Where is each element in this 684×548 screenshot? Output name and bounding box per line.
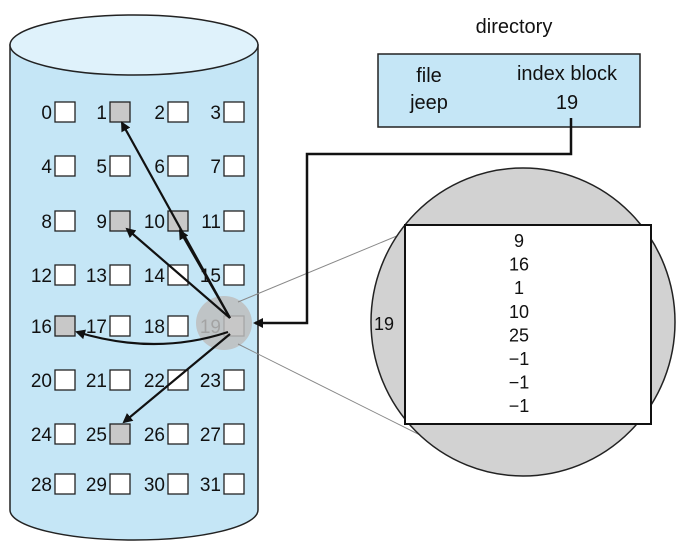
directory-entry-file: jeep — [409, 92, 448, 114]
index-entry-2: 1 — [514, 278, 524, 298]
allocated-block-1 — [109, 101, 131, 123]
block-label-18: 18 — [144, 317, 165, 338]
free-block-23 — [223, 369, 245, 391]
free-block-31 — [223, 473, 245, 495]
block-label-17: 17 — [86, 317, 107, 338]
block-label-31: 31 — [200, 475, 221, 496]
free-block-3 — [223, 101, 245, 123]
block-label-12: 12 — [31, 266, 52, 287]
pointer-arrow-to-block-10 — [179, 229, 231, 319]
index-block-table — [404, 224, 652, 425]
pointer-arrow-to-block-9 — [125, 227, 231, 319]
block-label-2: 2 — [154, 103, 165, 124]
block-label-1: 1 — [96, 103, 107, 124]
directory-title: directory — [476, 16, 553, 38]
index-entry-4: 25 — [509, 325, 529, 345]
block-label-13: 13 — [86, 266, 107, 287]
free-block-29 — [109, 473, 131, 495]
directory-header-index-block: index block — [517, 63, 618, 85]
index-block-highlight — [196, 296, 252, 350]
index-entry-0: 9 — [514, 231, 524, 251]
free-block-15 — [223, 264, 245, 286]
block-label-4: 4 — [41, 157, 52, 178]
allocated-block-9 — [109, 210, 131, 232]
block-label-16: 16 — [31, 317, 52, 338]
index-block-entries: 9 16 1 10 25 −1 −1 −1 — [509, 231, 530, 416]
index-entry-6: −1 — [509, 373, 530, 393]
free-block-12 — [54, 264, 76, 286]
free-block-13 — [109, 264, 131, 286]
block-label-27: 27 — [200, 425, 221, 446]
free-block-18 — [167, 315, 189, 337]
free-block-27 — [223, 423, 245, 445]
free-block-7 — [223, 155, 245, 177]
index-entry-1: 16 — [509, 255, 529, 275]
allocated-block-16 — [54, 315, 76, 337]
block-label-10: 10 — [144, 212, 165, 233]
index-pointers — [75, 121, 231, 424]
block-label-7: 7 — [210, 157, 221, 178]
free-block-5 — [109, 155, 131, 177]
free-block-6 — [167, 155, 189, 177]
pointer-arrow-to-block-16 — [75, 329, 229, 346]
index-entry-3: 10 — [509, 302, 529, 322]
block-label-22: 22 — [144, 371, 165, 392]
block-label-9: 9 — [96, 212, 107, 233]
index-entry-7: −1 — [509, 396, 530, 416]
block-label-8: 8 — [41, 212, 52, 233]
directory-header-file: file — [416, 65, 442, 87]
block-label-3: 3 — [210, 103, 221, 124]
block-label-14: 14 — [144, 266, 166, 287]
block-label-29: 29 — [86, 475, 107, 496]
block-label-28: 28 — [31, 475, 52, 496]
index-entry-5: −1 — [509, 349, 530, 369]
allocated-block-25 — [109, 423, 131, 445]
block-label-21: 21 — [86, 371, 107, 392]
directory-entry-index-block: 19 — [556, 92, 578, 114]
block-label-11: 11 — [201, 212, 221, 233]
block-label-24: 24 — [31, 425, 53, 446]
free-block-30 — [167, 473, 189, 495]
zoom-line-bottom — [237, 343, 431, 441]
block-label-5: 5 — [96, 157, 107, 178]
free-block-11 — [223, 210, 245, 232]
block-label-30: 30 — [144, 475, 165, 496]
block-label-6: 6 — [154, 157, 165, 178]
directory: directory file index block jeep 19 — [377, 16, 641, 128]
free-block-26 — [167, 423, 189, 445]
free-block-22 — [167, 369, 189, 391]
allocated-block-10 — [167, 210, 189, 232]
free-block-4 — [54, 155, 76, 177]
free-block-17 — [109, 315, 131, 337]
pointer-arrow-to-block-25 — [122, 333, 231, 424]
free-block-20 — [54, 369, 76, 391]
free-block-0 — [54, 101, 76, 123]
free-block-28 — [54, 473, 76, 495]
disk-top — [9, 14, 259, 76]
free-block-8 — [54, 210, 76, 232]
index-block-zoom: 19 9 16 1 10 25 −1 −1 −1 — [370, 167, 676, 477]
block-label-26: 26 — [144, 425, 165, 446]
block-label-23: 23 — [200, 371, 221, 392]
block-label-0: 0 — [41, 103, 52, 124]
zoom-line-top — [237, 227, 417, 303]
block-label-25: 25 — [86, 425, 107, 446]
free-block-21 — [109, 369, 131, 391]
index-block-label: 19 — [374, 314, 394, 334]
free-block-24 — [54, 423, 76, 445]
directory-box — [377, 53, 641, 128]
free-block-2 — [167, 101, 189, 123]
directory-pointer-arrow — [253, 118, 573, 328]
block-label-20: 20 — [31, 371, 52, 392]
